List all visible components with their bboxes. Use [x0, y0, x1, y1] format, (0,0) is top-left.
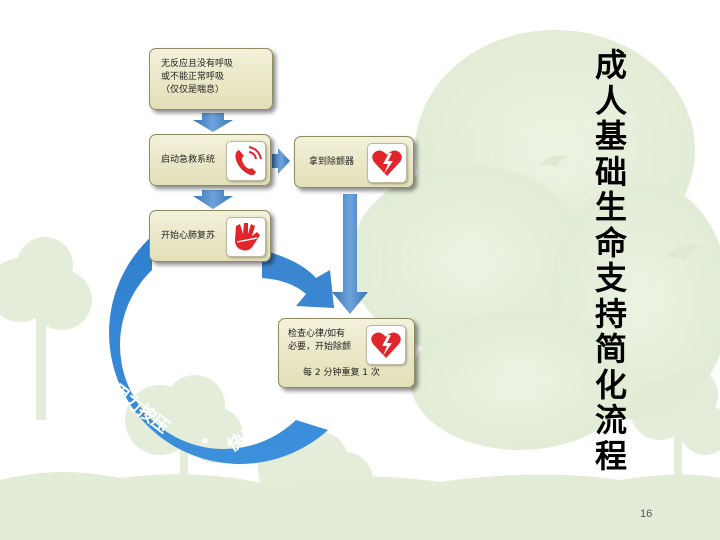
step-get-aed-text: 拿到除颤器	[309, 157, 355, 167]
step-unresponsive-box: 无反应且没有呼吸 或不能正常呼吸 （仅仅是喘息）	[149, 48, 273, 110]
step-get-aed-box: 拿到除颤器	[294, 136, 414, 188]
loop-text-hard: 用力按压	[107, 379, 174, 437]
arrow-down-2	[193, 190, 233, 209]
leaf-shape	[350, 30, 720, 450]
loop-arrow-head	[262, 250, 334, 308]
arrow-down-long	[332, 194, 368, 314]
step-activate-ems-box: 启动急救系统	[149, 134, 271, 186]
grass-silhouette	[0, 471, 720, 540]
arrow-right-1	[272, 148, 290, 174]
slide-title: 成人基础生命支持简化流程	[594, 46, 627, 475]
step-check-rhythm-text: 检查心律/如有 必要，开始除颤	[288, 329, 352, 352]
phone-icon	[226, 141, 266, 181]
defibrillator-heart-icon	[367, 143, 407, 183]
loop-bullet: •	[200, 432, 210, 451]
step-start-cpr-text: 开始心肺复苏	[161, 231, 216, 241]
step-repeat-note: 每 2 分钟重复 1 次	[303, 368, 380, 378]
arrow-down-1	[193, 113, 233, 132]
step-check-rhythm-box: 检查心律/如有 必要，开始除颤 每 2 分钟重复 1 次	[278, 318, 415, 388]
bird-silhouette	[540, 155, 703, 260]
step-activate-ems-text: 启动急救系统	[161, 155, 216, 165]
compression-loop-arrow	[109, 236, 328, 464]
step-start-cpr-box: 开始心肺复苏	[149, 210, 271, 262]
defibrillator-heart-icon	[366, 325, 406, 365]
page-number: 16	[640, 508, 653, 520]
step-unresponsive-text: 无反应且没有呼吸 或不能正常呼吸 （仅仅是喘息）	[161, 59, 234, 95]
cpr-hands-icon	[226, 217, 266, 257]
